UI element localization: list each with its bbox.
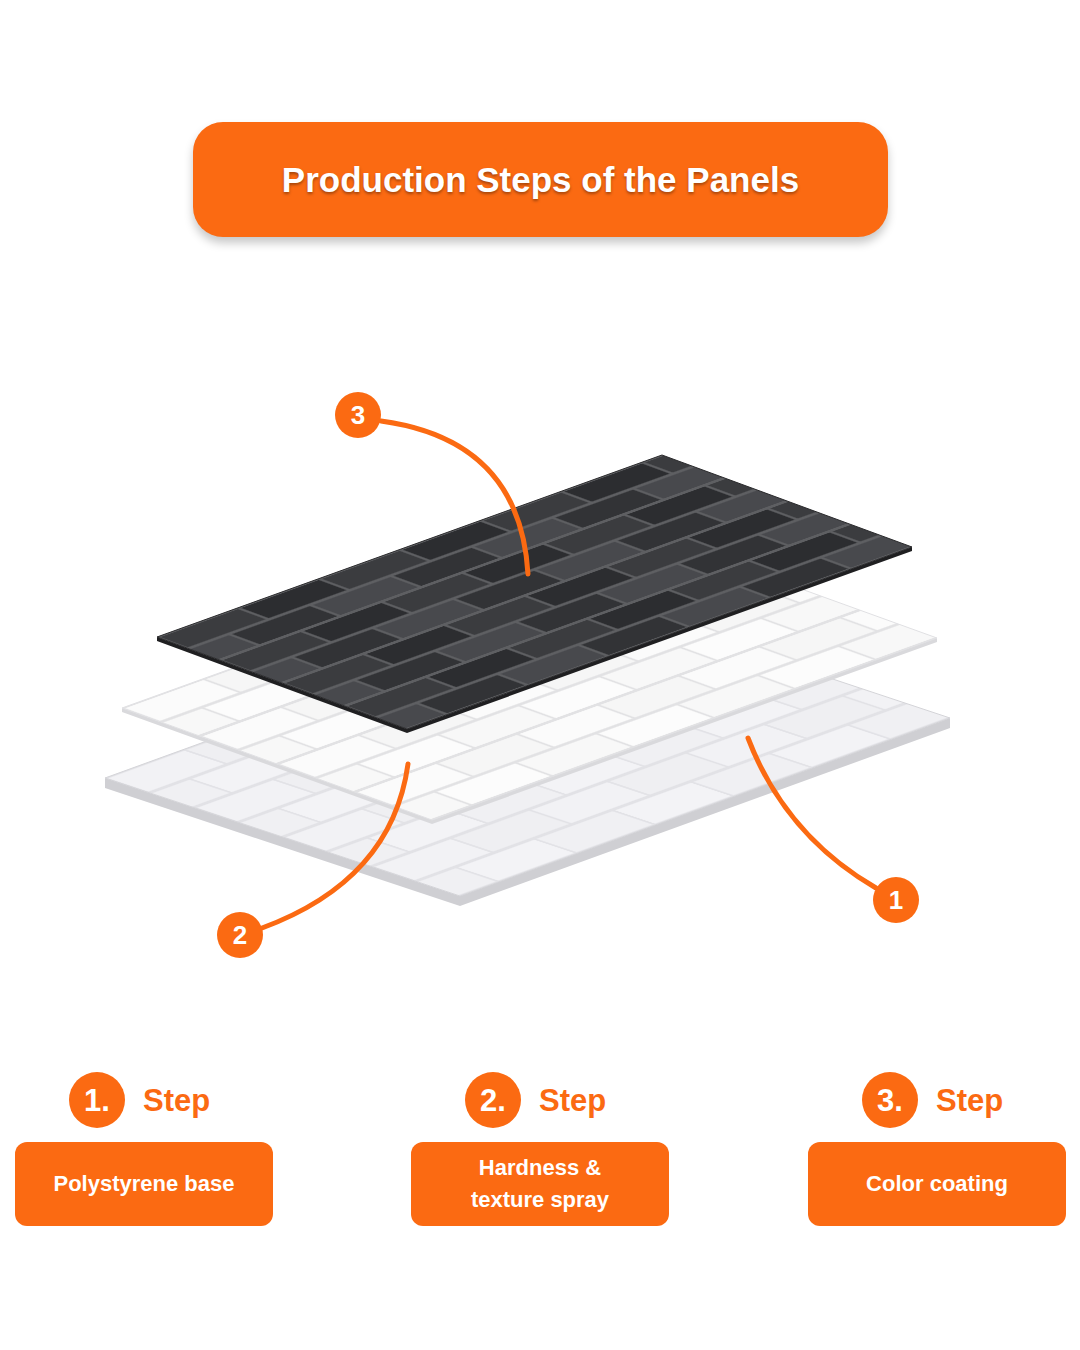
step-word: Step: [539, 1085, 606, 1116]
step-number-text: 1.: [84, 1085, 110, 1116]
leader-line: [262, 764, 408, 928]
title-banner: Production Steps of the Panels: [193, 122, 888, 237]
step-number: 3.Step: [862, 1072, 918, 1128]
step-number: 1.Step: [69, 1072, 125, 1128]
step-box: Polystyrene base: [15, 1142, 273, 1226]
callout-text: 3: [351, 402, 365, 428]
callout-number: 2: [217, 912, 263, 958]
color-layer: [157, 455, 912, 729]
step-word: Step: [143, 1085, 210, 1116]
step-number: 2.Step: [465, 1072, 521, 1128]
color-layer-outline: [157, 455, 912, 729]
box-text: Polystyrene base: [54, 1168, 235, 1200]
step-number-text: 3.: [877, 1085, 903, 1116]
step-box: Hardness & texture spray: [411, 1142, 669, 1226]
callout-text: 2: [233, 922, 247, 948]
title-text: Production Steps of the Panels: [282, 160, 799, 200]
leader-line: [381, 421, 528, 574]
box-text: Hardness & texture spray: [460, 1152, 620, 1216]
step-box: Color coating: [808, 1142, 1066, 1226]
callout-number: 3: [335, 392, 381, 438]
step-number-text: 2.: [480, 1085, 506, 1116]
step-word: Step: [936, 1085, 1003, 1116]
callout-text: 1: [889, 887, 903, 913]
leader-line: [748, 738, 876, 888]
box-text: Color coating: [866, 1168, 1008, 1200]
callout-number: 1: [873, 877, 919, 923]
